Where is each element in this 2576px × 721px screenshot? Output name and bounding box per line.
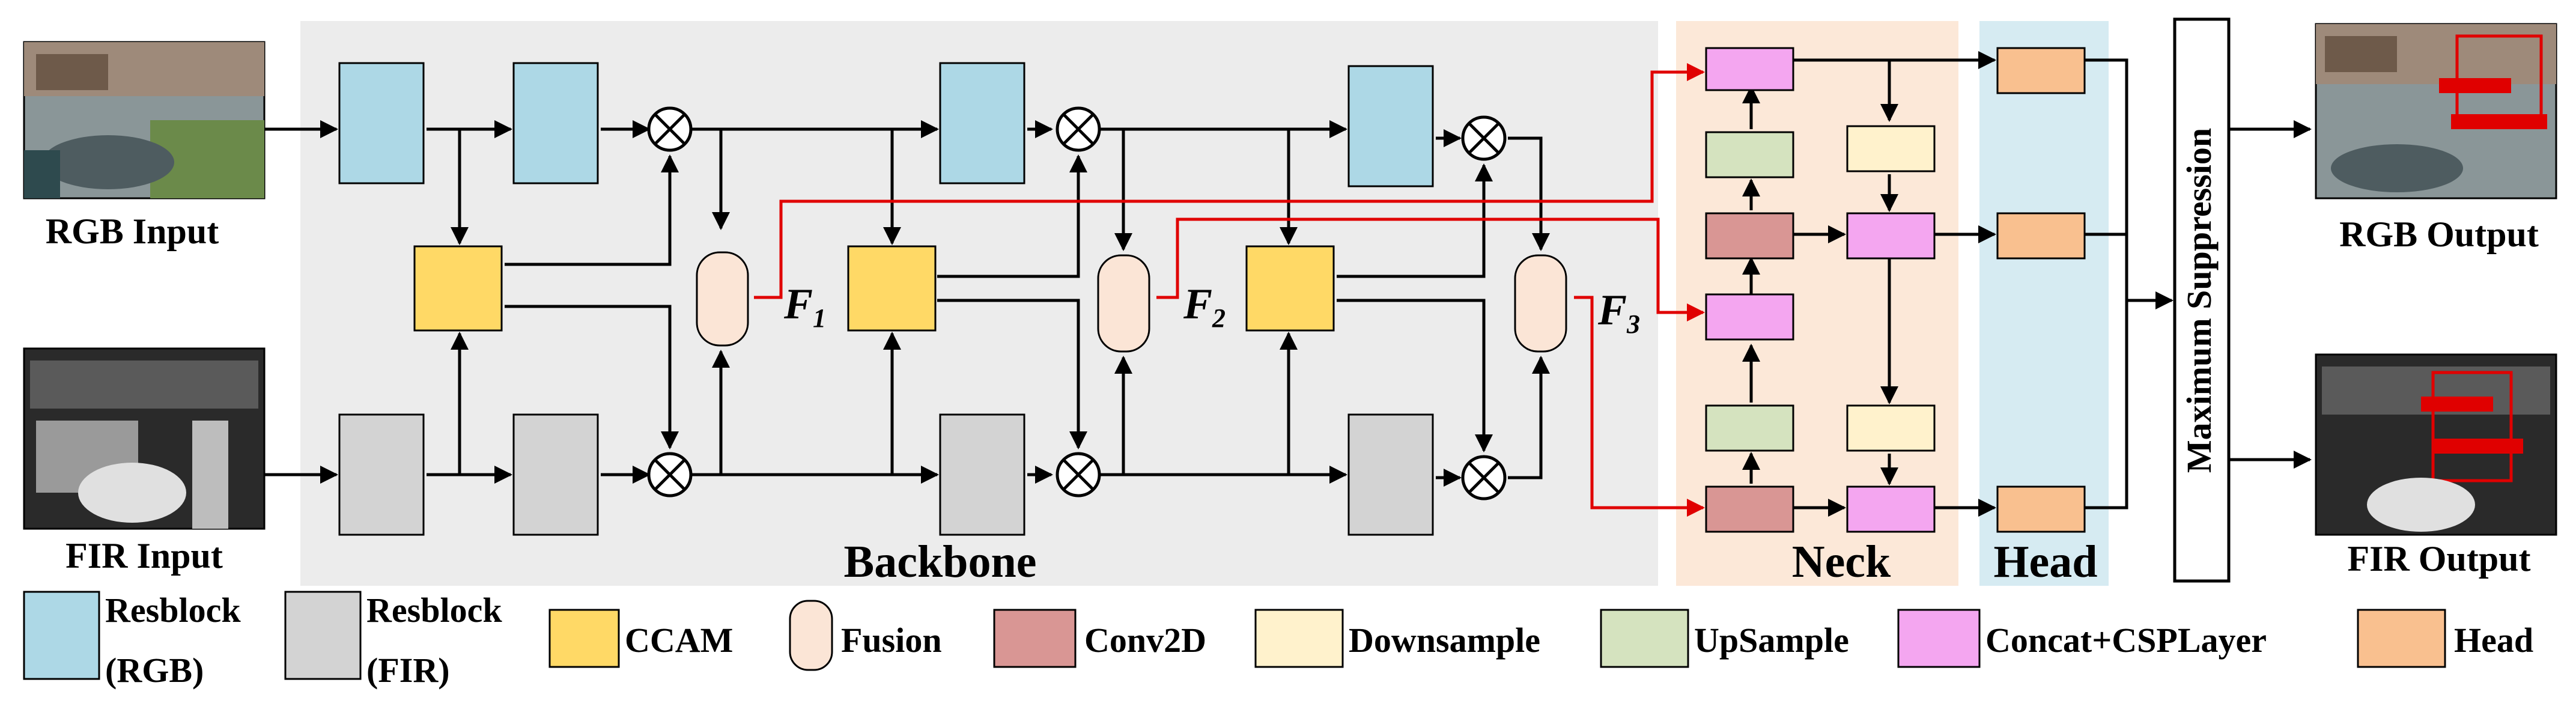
legend-swatch-fusion xyxy=(789,600,833,671)
rgb-input-label: RGB Input xyxy=(46,211,219,251)
neck-concat-mid-left xyxy=(1705,293,1794,341)
resblock-rgb-4 xyxy=(1347,65,1434,187)
nms-box xyxy=(2173,17,2231,583)
neck-conv2d-2 xyxy=(1705,485,1794,533)
neck-downsample-1 xyxy=(1846,125,1936,172)
fir-output-label: FIR Output xyxy=(2347,539,2530,579)
legend-label-resblock-fir-1: Resblock xyxy=(366,591,502,630)
legend-label-concat: Concat+CSPLayer xyxy=(1985,621,2267,660)
ccam-block-2 xyxy=(847,245,937,332)
resblock-fir-1 xyxy=(338,413,425,536)
feature-label-f1: F1 xyxy=(783,280,826,333)
fusion-block-2 xyxy=(1097,254,1150,353)
legend-swatch-ccam xyxy=(548,609,620,668)
head-block-2 xyxy=(1996,212,2086,260)
fir-output-image xyxy=(2315,353,2557,536)
neck-upsample-1 xyxy=(1705,131,1794,178)
backbone-label: Backbone xyxy=(844,537,1037,587)
resblock-fir-2 xyxy=(512,413,599,536)
fusion-block-3 xyxy=(1514,254,1567,353)
legend-label-conv2d: Conv2D xyxy=(1084,621,1206,660)
head-label: Head xyxy=(1993,537,2097,587)
legend-swatch-resblock-fir xyxy=(284,591,362,680)
ccam-block-3 xyxy=(1245,245,1335,332)
legend-label-head: Head xyxy=(2454,621,2533,660)
neck-concat-top-left xyxy=(1705,47,1794,91)
rgb-output-label: RGB Output xyxy=(2339,214,2539,254)
fir-input-image xyxy=(23,347,266,530)
legend-swatch-concat xyxy=(1897,609,1981,668)
neck-label: Neck xyxy=(1792,537,1891,587)
legend-label-downsample: Downsample xyxy=(1349,621,1540,660)
resblock-rgb-2 xyxy=(512,62,599,184)
connections-red xyxy=(754,63,1705,517)
feature-label-f2: F2 xyxy=(1183,280,1226,333)
legend-label-upsample: UpSample xyxy=(1694,621,1849,660)
resblock-rgb-3 xyxy=(939,62,1025,184)
neck-conv2d-1 xyxy=(1705,212,1794,260)
rgb-input-image xyxy=(23,41,266,199)
ccam-block-1 xyxy=(413,245,503,332)
neck-concat-mid-right xyxy=(1846,212,1936,260)
legend-swatch-resblock-rgb xyxy=(23,591,100,680)
legend-swatch-downsample xyxy=(1254,609,1344,668)
neck-upsample-2 xyxy=(1705,404,1794,452)
fir-input-label: FIR Input xyxy=(65,536,223,576)
legend-label-resblock-rgb-2: (RGB) xyxy=(105,651,204,690)
legend-label-resblock-fir-2: (FIR) xyxy=(366,651,450,690)
legend-swatch-conv2d xyxy=(993,609,1077,668)
feature-label-f3: F3 xyxy=(1597,286,1640,339)
fusion-block-1 xyxy=(696,251,749,347)
neck-concat-bottom-right xyxy=(1846,485,1936,533)
neck-downsample-2 xyxy=(1846,404,1936,452)
legend-label-resblock-rgb-1: Resblock xyxy=(105,591,241,630)
legend-label-fusion: Fusion xyxy=(841,621,942,660)
resblock-rgb-1 xyxy=(338,62,425,184)
resblock-fir-3 xyxy=(939,413,1025,536)
nms-label: Maximum Suppression xyxy=(2180,128,2219,473)
legend-label-ccam: CCAM xyxy=(625,621,733,660)
resblock-fir-4 xyxy=(1347,413,1434,536)
rgb-output-image xyxy=(2315,23,2557,199)
head-block-1 xyxy=(1996,47,2086,94)
head-block-3 xyxy=(1996,485,2086,533)
multiply-node xyxy=(647,106,1507,500)
legend: Resblock (RGB) Resblock (FIR) CCAM Fusio… xyxy=(23,591,2533,690)
legend-swatch-head xyxy=(2357,609,2446,668)
legend-swatch-upsample xyxy=(1600,609,1689,668)
